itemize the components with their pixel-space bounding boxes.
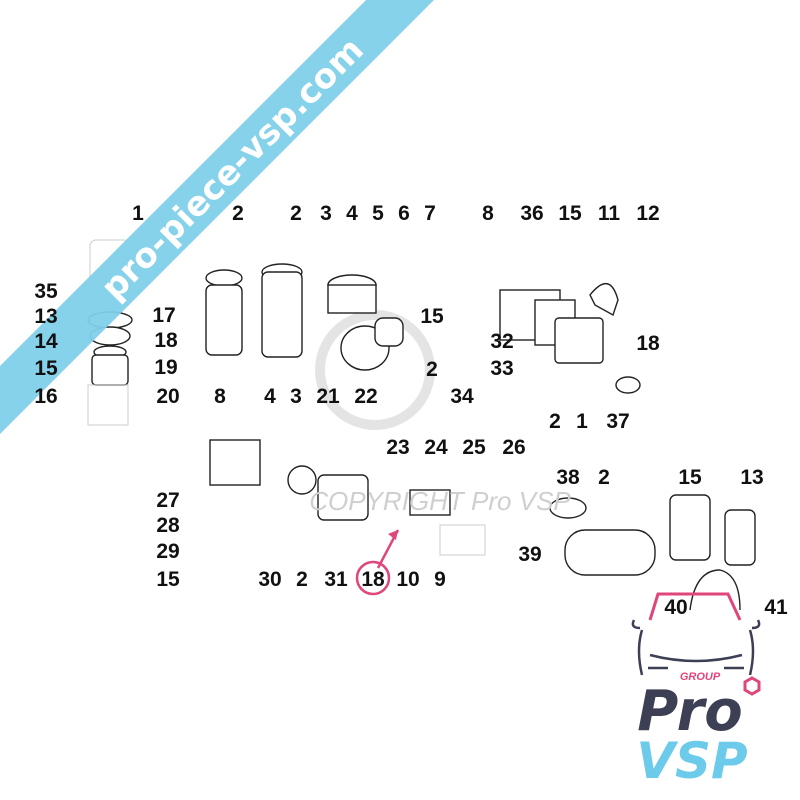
callout-label: 2: [290, 202, 302, 225]
callout-label: 1: [132, 202, 144, 225]
callout-label: 2: [549, 410, 561, 433]
callout-highlighted: 18: [361, 568, 385, 591]
part-cover-plate: [554, 317, 604, 364]
callout-label: 31: [324, 568, 348, 591]
part-filter-cartridge: [669, 494, 711, 561]
banner-text: pro-piece-vsp.com: [93, 30, 371, 308]
copyright-symbol: [315, 310, 435, 430]
callout-label: 3: [290, 385, 302, 408]
part-disc: [287, 465, 317, 495]
callout-label: 15: [558, 202, 582, 225]
callout-label: 18: [154, 329, 178, 352]
callout-label: 22: [354, 385, 377, 408]
part-inner-cartridge: [724, 509, 756, 566]
callout-label: 4: [346, 202, 358, 225]
callout-label: 14: [34, 330, 58, 353]
callout-label: 35: [34, 280, 58, 303]
callout-label: 13: [34, 305, 57, 328]
callout-label: 2: [598, 466, 610, 489]
logo-group: GROUP: [680, 671, 721, 683]
callout-label: 20: [156, 385, 179, 408]
callout-label: 3: [320, 202, 332, 225]
callout-label: 2: [232, 202, 244, 225]
callout-label: 16: [34, 385, 57, 408]
part-hose: [689, 569, 741, 611]
callout-label: 37: [606, 410, 629, 433]
callout-label: 36: [520, 202, 543, 225]
part-mount: [409, 489, 451, 516]
callout-label: 2: [296, 568, 308, 591]
callout-label: 15: [420, 305, 444, 328]
callout-label: 15: [156, 568, 180, 591]
callout-label: 28: [156, 514, 180, 537]
part-valve: [549, 497, 587, 519]
callout-label: 41: [764, 596, 788, 619]
part-bracket: [209, 439, 261, 486]
callout-label: 6: [398, 202, 410, 225]
callout-label: 12: [636, 202, 659, 225]
logo-car: [631, 619, 761, 676]
callout-label: 15: [34, 357, 58, 380]
part-filter: [91, 354, 129, 386]
faded-base: [439, 524, 486, 556]
callout-label: 23: [386, 436, 409, 459]
part-elbow: [589, 283, 619, 317]
callout-label: 38: [556, 466, 580, 489]
part-housing: [261, 271, 303, 358]
provsp-logo: GROUP Pro VSP: [631, 592, 761, 790]
highlight-circle: [355, 560, 391, 596]
logo-hex-nut-icon: [743, 676, 761, 696]
callout-label: 15: [678, 466, 702, 489]
callout-label: 25: [462, 436, 486, 459]
callout-label: 9: [434, 568, 446, 591]
website-banner: pro-piece-vsp.com: [0, 0, 493, 451]
callout-label: 19: [154, 356, 177, 379]
logo-pro: Pro: [637, 679, 742, 744]
callout-label: 34: [450, 385, 474, 408]
callout-label: 27: [156, 489, 179, 512]
highlight-arrowhead: [388, 530, 398, 540]
part-housing: [205, 284, 243, 356]
callout-label: 29: [156, 540, 179, 563]
callout-label: 1: [576, 410, 588, 433]
callout-label: 24: [424, 436, 448, 459]
callout-label: 18: [636, 332, 660, 355]
parts-drawings: [87, 239, 756, 611]
copyright-watermark: COPYRIGHT Pro VSP: [309, 486, 571, 516]
faded-bowl: [87, 384, 129, 426]
banner-band: [0, 0, 493, 451]
callout-label: 5: [372, 202, 384, 225]
callout-label: 21: [316, 385, 340, 408]
callout-label: 26: [502, 436, 525, 459]
callout-label: 4: [264, 385, 276, 408]
logo-vsp: VSP: [636, 732, 747, 790]
callout-label: 30: [258, 568, 281, 591]
callout-label: 33: [490, 357, 513, 380]
callout-label: 8: [214, 385, 226, 408]
logo-windshield: [648, 592, 742, 621]
callout-label: 40: [664, 596, 687, 619]
callout-label: 17: [152, 304, 175, 327]
callout-label: 32: [490, 330, 513, 353]
callout-label: 7: [424, 202, 436, 225]
part-cap: [205, 269, 243, 287]
callout-label: 13: [740, 466, 763, 489]
callout-label: 10: [396, 568, 419, 591]
part-filter-element: [374, 317, 404, 347]
part-cover-body: [327, 284, 377, 314]
callout-label: 8: [482, 202, 494, 225]
part-canister: [564, 529, 656, 576]
callout-label: 39: [518, 543, 541, 566]
callout-label: 11: [598, 202, 621, 225]
part-gasket: [615, 376, 641, 394]
part-plate: [317, 474, 369, 521]
callout-label: 2: [426, 358, 438, 381]
